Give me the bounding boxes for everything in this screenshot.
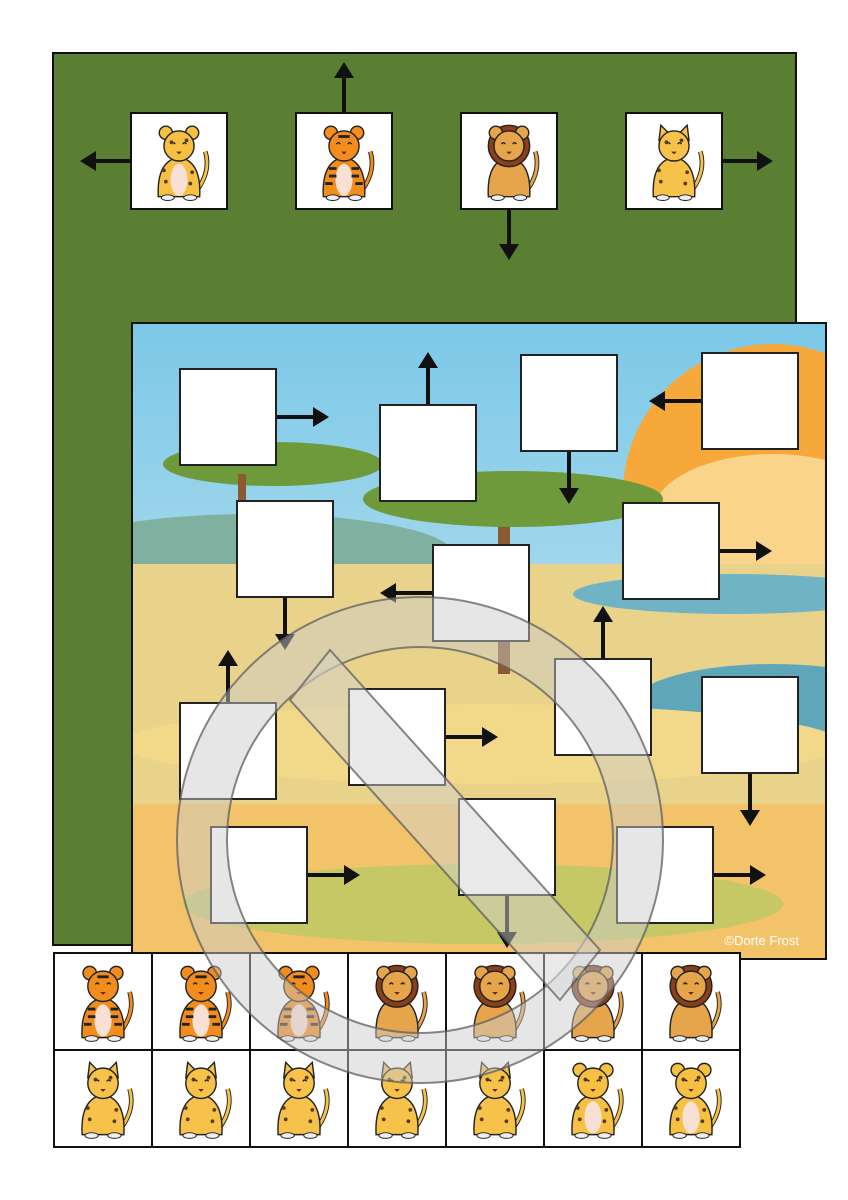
lion-icon [375,964,428,1042]
empty-answer-box[interactable] [432,544,530,642]
arrow-right-icon [308,863,360,892]
arrow-right-icon [720,539,772,568]
arrow-right-icon [446,725,498,754]
top-card-cheetah [625,112,723,210]
cutout-card-cheetah[interactable] [251,1051,347,1146]
arrow-down-icon [557,452,581,509]
arrow-right-icon [277,405,329,434]
arrow-up-icon [332,62,356,117]
cutout-card-cheetah[interactable] [349,1051,445,1146]
cutout-card-lion[interactable] [447,954,543,1049]
cutout-card-grid [53,952,741,1148]
tiger-icon [179,965,232,1042]
arrow-down-icon [273,598,297,655]
top-card-leopard [130,112,228,210]
empty-answer-box[interactable] [379,404,477,502]
cheetah-icon [81,1060,134,1139]
lion-icon [487,124,540,201]
lion-icon [669,964,722,1042]
empty-answer-box[interactable] [554,658,652,756]
top-card-tiger [295,112,393,210]
empty-answer-box[interactable] [348,688,446,786]
arrow-down-icon [738,774,762,831]
empty-answer-box[interactable] [458,798,556,896]
arrow-up-icon [216,650,240,707]
empty-answer-box[interactable] [520,354,618,452]
arrow-down-icon [497,210,521,265]
tiger-icon [322,125,375,201]
empty-answer-box[interactable] [701,676,799,774]
arrow-left-icon [649,389,701,418]
savanna-scene: ©Dorte Frost [131,322,827,960]
cutout-card-tiger[interactable] [153,954,249,1049]
cutout-card-lion[interactable] [643,954,739,1049]
leopard-icon [157,125,210,201]
leopard-icon [571,1062,624,1139]
cheetah-icon [277,1060,330,1139]
cheetah-icon [473,1060,526,1139]
arrow-left-icon [380,581,432,610]
cutout-card-leopard[interactable] [545,1051,641,1146]
top-card-lion [460,112,558,210]
empty-answer-box[interactable] [179,368,277,466]
lion-icon [571,964,624,1042]
arrow-left-icon [80,149,130,178]
arrow-up-icon [416,352,440,409]
empty-answer-box[interactable] [179,702,277,800]
empty-answer-box[interactable] [622,502,720,600]
leopard-icon [669,1062,722,1139]
cutout-card-lion[interactable] [545,954,641,1049]
cutout-card-tiger[interactable] [55,954,151,1049]
empty-answer-box[interactable] [236,500,334,598]
cutout-card-lion[interactable] [349,954,445,1049]
cutout-card-cheetah[interactable] [153,1051,249,1146]
empty-answer-box[interactable] [210,826,308,924]
lion-icon [473,964,526,1042]
tiger-icon [277,965,330,1042]
copyright-text: ©Dorte Frost [724,933,799,948]
arrow-right-icon [723,149,773,178]
cutout-card-cheetah[interactable] [447,1051,543,1146]
empty-answer-box[interactable] [701,352,799,450]
cheetah-icon [375,1060,428,1139]
cutout-card-tiger[interactable] [251,954,347,1049]
cheetah-icon [652,123,705,201]
arrow-down-icon [495,896,519,953]
cutout-card-leopard[interactable] [643,1051,739,1146]
cutout-card-cheetah[interactable] [55,1051,151,1146]
cheetah-icon [179,1060,232,1139]
empty-answer-box[interactable] [616,826,714,924]
arrow-right-icon [714,863,766,892]
arrow-up-icon [591,606,615,663]
worksheet-panel: ©Dorte Frost [52,52,827,960]
tiger-icon [81,965,134,1042]
